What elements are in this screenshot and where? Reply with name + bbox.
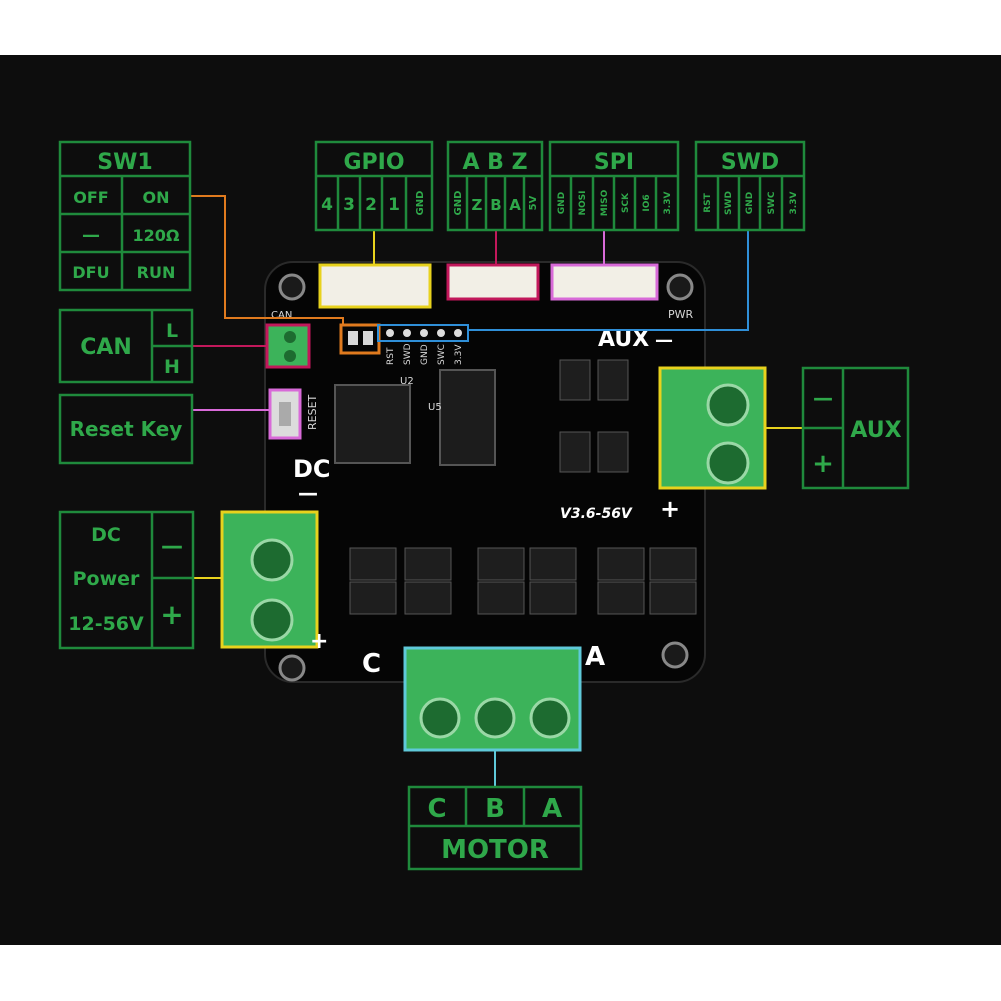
can-label-box: CAN L H [58, 308, 194, 384]
sw1-label-box: SW1 OFF ON — 120Ω DFU RUN [58, 140, 192, 292]
sw1-dfu: DFU [72, 263, 109, 282]
reset-key-title: Reset Key [70, 417, 183, 441]
sw1-line [190, 195, 344, 325]
swd-label-box: SWD RST SWD GND SWC 3.3V [694, 140, 806, 232]
can-h: H [164, 356, 180, 378]
abz-connector [446, 263, 540, 301]
dc-power-label-box: DC Power 12-56V — + [58, 510, 195, 650]
spi-pin-3v3: 3.3V [663, 192, 673, 215]
dc-line2: Power [73, 568, 140, 590]
sw1-120ohm: 120Ω [133, 226, 180, 245]
reset-button [268, 388, 302, 440]
sw1-dash: — [82, 225, 100, 246]
gpio-pin-3: 3 [343, 195, 355, 215]
swd-pin-3v3: 3.3V [789, 192, 799, 215]
swd-pin-gnd: GND [745, 192, 755, 214]
mosfet-array [349, 547, 697, 615]
pcb-u2: U2 [400, 376, 414, 387]
pcb-hdr-33v: 3.3V [454, 344, 464, 365]
spi-label-box: SPI GND NOSI MISO SCK IO6 3.3V [548, 140, 680, 232]
mount-hole [278, 273, 306, 301]
mount-hole [666, 273, 694, 301]
gpio-pin-gnd: GND [415, 191, 426, 216]
spi-pin-sck: SCK [621, 192, 631, 213]
pcb-hdr-swd: SWD [403, 343, 413, 365]
motor-phase-b: B [485, 794, 505, 824]
abz-pin-5v: 5V [528, 195, 539, 210]
spi-title: SPI [594, 150, 634, 175]
gpio-pin-4: 4 [321, 195, 333, 215]
pcb-aux-label: AUX [598, 327, 649, 352]
pcb-pwr: PWR [668, 308, 694, 321]
abz-pin-z: Z [472, 196, 483, 214]
leader-lines [190, 195, 803, 787]
motor-terminal [403, 646, 582, 752]
sw1-run: RUN [137, 263, 176, 282]
abz-pin-b: B [490, 196, 501, 214]
pcb-can: CAN [271, 310, 292, 321]
swd-title: SWD [721, 150, 779, 175]
pcb-phase-a: A [585, 642, 605, 672]
aux-terminal [658, 366, 767, 490]
spi-pin-miso: MISO [600, 189, 610, 216]
gpio-connector [318, 263, 432, 309]
aux-label-box: — + AUX [801, 366, 910, 490]
pcb-u5: U5 [428, 402, 442, 413]
dc-line1: DC [91, 524, 121, 546]
swd-header [377, 324, 469, 342]
dc-plus: + [160, 598, 183, 631]
swd-pin-swd: SWD [724, 191, 734, 215]
spi-pin-gnd: GND [557, 192, 567, 214]
pcb-board: AUX — DC — + + C A V3.6-56V PWR CAN U2 U… [220, 261, 767, 752]
swd-line [468, 230, 749, 331]
pcb-hdr-rst: RST [386, 347, 396, 365]
motor-label-box: C B A MOTOR [407, 785, 583, 871]
pcb-dc-plus: + [310, 629, 328, 654]
abz-pin-a: A [509, 196, 521, 214]
mount-hole [278, 654, 306, 682]
sw1-title: SW1 [97, 150, 152, 175]
swd-pin-rst: RST [703, 192, 713, 212]
gpio-pin-2: 2 [365, 195, 377, 215]
spi-connector [550, 263, 659, 301]
pcb-hdr-gnd: GND [420, 344, 430, 365]
aux-minus: — [813, 386, 833, 410]
pcb-version: V3.6-56V [560, 506, 633, 522]
dc-terminal [220, 510, 319, 649]
pcb-aux-minus: — [655, 330, 673, 351]
pcb-hdr-swc: SWC [437, 344, 447, 365]
gpio-pin-1: 1 [388, 195, 400, 215]
aux-plus: + [812, 449, 834, 479]
dc-line3: 12-56V [68, 613, 144, 635]
abz-title: A B Z [462, 150, 527, 175]
pcb-aux-plus: + [660, 495, 680, 523]
mount-hole [661, 641, 689, 669]
sw1-off: OFF [73, 188, 108, 207]
abz-pin-gnd: GND [453, 191, 464, 216]
motor-phase-c: C [427, 794, 446, 824]
gpio-title: GPIO [343, 150, 404, 175]
reset-key-label-box: Reset Key [58, 393, 194, 465]
pcb-phase-c: C [362, 649, 381, 679]
motor-title: MOTOR [441, 835, 549, 865]
can-title: CAN [80, 335, 132, 360]
spi-pin-io6: IO6 [642, 194, 652, 211]
gpio-label-box: GPIO 4 3 2 1 GND [314, 140, 434, 232]
motor-phase-a: A [542, 794, 562, 824]
pcb-dc-minus: — [298, 481, 318, 505]
aux-title: AUX [850, 418, 901, 443]
spi-pin-nosi: NOSI [578, 190, 588, 215]
pcb-reset: RESET [306, 394, 319, 430]
mcu-chip [334, 384, 411, 464]
swd-pin-swc: SWC [767, 191, 777, 214]
pcb-dc-label: DC [293, 455, 331, 483]
abz-label-box: A B Z GND Z B A 5V [446, 140, 544, 232]
sw1-on: ON [143, 188, 170, 207]
driver-chip [439, 369, 496, 466]
dc-minus: — [161, 534, 183, 559]
can-l: L [166, 320, 178, 342]
